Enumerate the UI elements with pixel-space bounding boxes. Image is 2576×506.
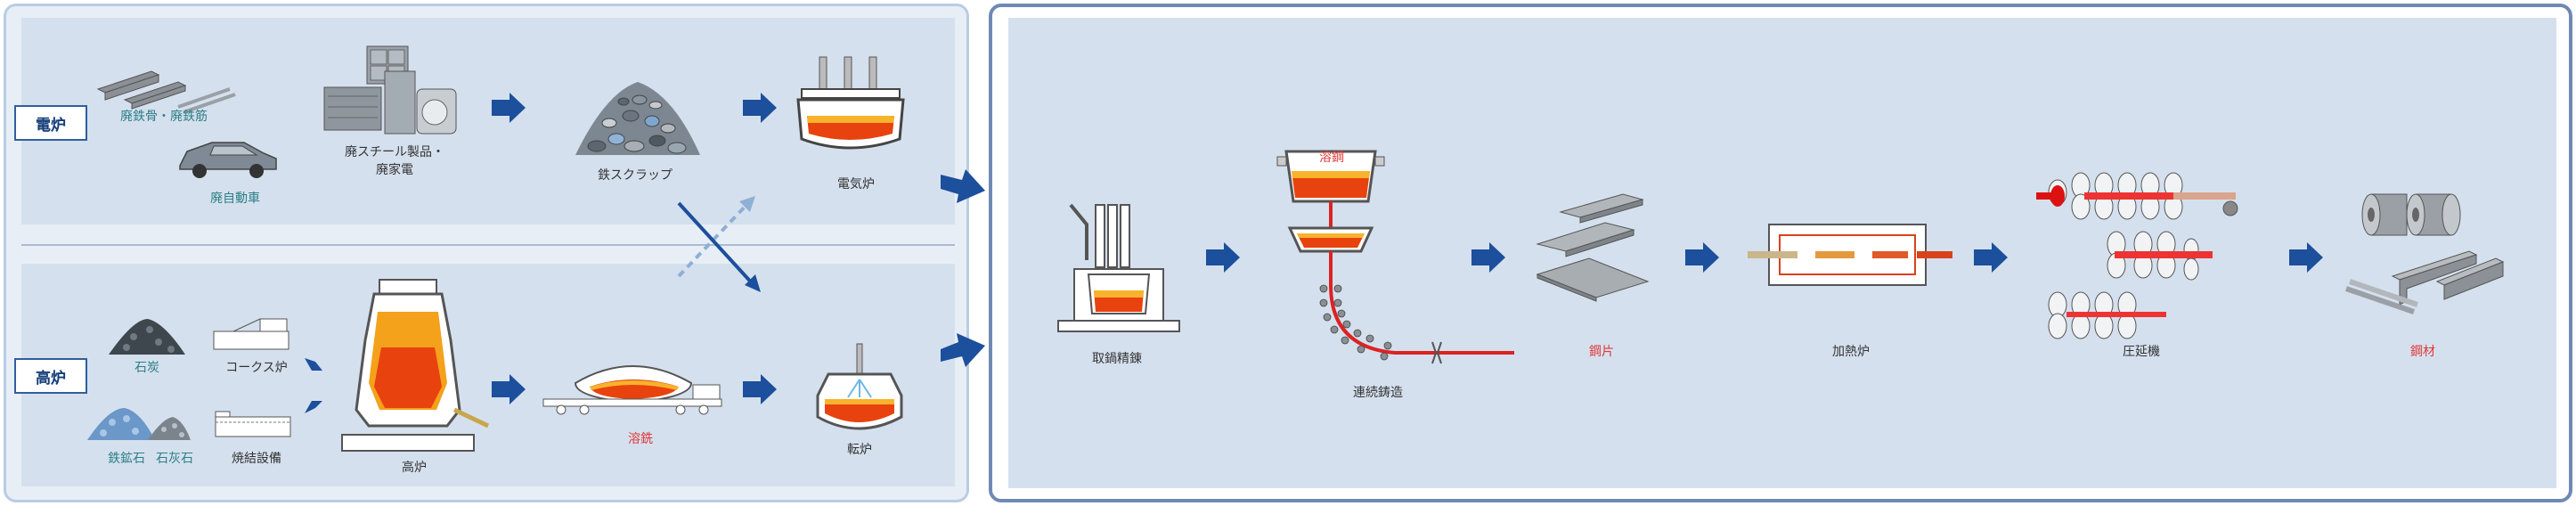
reheating-furnace-icon bbox=[1748, 224, 1952, 286]
blast-furnace-label: 高炉 bbox=[402, 461, 427, 475]
arrow-right-icon bbox=[1685, 242, 1719, 273]
small-arrows-icon bbox=[305, 358, 322, 413]
arrow-right-icon bbox=[1974, 242, 2008, 273]
blast-furnace-icon bbox=[341, 279, 490, 452]
continuous-casting-label: 連続鋳造 bbox=[1353, 386, 1403, 400]
electric-arc-furnace-icon bbox=[796, 56, 905, 150]
route-divider bbox=[21, 244, 955, 246]
iron-scrap-label: 鉄スクラップ bbox=[598, 168, 673, 183]
steel-products-label: 鋼材 bbox=[2410, 345, 2435, 359]
rolling-mill-label: 圧延機 bbox=[2123, 345, 2160, 359]
arrow-right-icon bbox=[492, 93, 526, 123]
sintering-label: 焼結設備 bbox=[232, 452, 281, 466]
slab-label: 鋼片 bbox=[1589, 345, 1614, 359]
coal-label: 石炭 bbox=[135, 361, 159, 375]
bf-route-band bbox=[21, 264, 955, 486]
iron-ore-label: 鉄鉱石 bbox=[108, 452, 145, 466]
scrap-appliance-label-2: 廃家電 bbox=[376, 163, 413, 177]
steel-products-icon bbox=[2345, 193, 2505, 314]
scrap-rebar-label: 廃鉄骨・廃鉄筋 bbox=[120, 110, 208, 124]
cross-flow-arrows-icon bbox=[677, 196, 761, 292]
arrow-right-icon bbox=[743, 93, 777, 123]
reheating-furnace-label: 加熱炉 bbox=[1832, 345, 1870, 359]
continuous-caster-icon bbox=[1276, 150, 1514, 364]
ladle-refining-icon bbox=[1057, 203, 1180, 332]
steel-slabs-icon bbox=[1536, 193, 1650, 302]
torpedo-car-icon bbox=[542, 365, 722, 415]
scrap-appliance-label-1: 廃スチール製品・ bbox=[345, 145, 444, 159]
eaf-label: 電気炉 bbox=[837, 177, 875, 192]
hot-metal-label: 溶銑 bbox=[628, 432, 653, 446]
bf-route-tag: 高炉 bbox=[14, 358, 87, 394]
scrap-appliances-icon bbox=[323, 45, 457, 135]
iron-scrap-pile-icon bbox=[575, 82, 700, 155]
ladle-refining-label: 取鍋精錬 bbox=[1092, 352, 1142, 366]
arrow-to-downstream-icon bbox=[941, 169, 985, 203]
converter-label: 転炉 bbox=[847, 443, 872, 457]
molten-steel-label: 溶鋼 bbox=[1319, 151, 1344, 165]
arrow-right-icon bbox=[1206, 242, 1240, 273]
coal-pile-icon bbox=[109, 319, 185, 355]
rolling-mill-icon bbox=[2036, 172, 2238, 339]
arrow-right-icon bbox=[743, 374, 777, 404]
eaf-route-tag: 電炉 bbox=[14, 105, 87, 141]
steel-beams-icon bbox=[96, 70, 236, 114]
arrow-right-icon bbox=[1471, 242, 1505, 273]
coke-oven-label: コークス炉 bbox=[225, 361, 288, 375]
arrow-to-downstream-icon bbox=[941, 333, 985, 367]
sintering-plant-icon bbox=[215, 411, 291, 437]
arrow-right-icon bbox=[492, 374, 526, 404]
limestone-label: 石灰石 bbox=[156, 452, 193, 466]
arrow-right-icon bbox=[2289, 242, 2323, 273]
converter-icon bbox=[816, 343, 903, 430]
scrap-car-label: 廃自動車 bbox=[210, 192, 260, 206]
ore-limestone-pile-icon bbox=[87, 408, 191, 440]
scrap-car-icon bbox=[179, 142, 277, 178]
coke-oven-icon bbox=[213, 318, 289, 350]
